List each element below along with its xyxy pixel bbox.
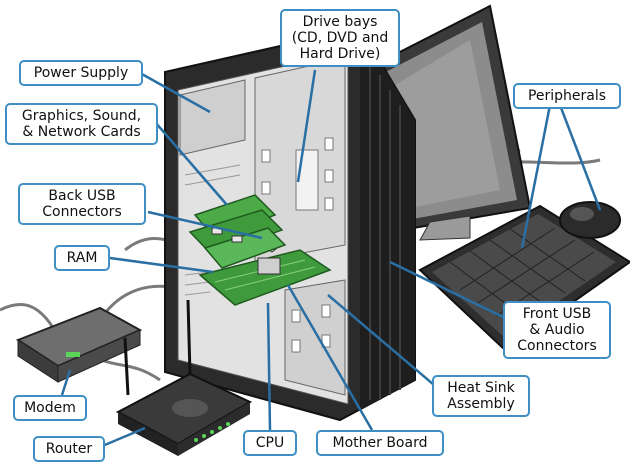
label-ram: RAM	[54, 245, 110, 271]
label-drive-bays: Drive bays (CD, DVD and Hard Drive)	[280, 9, 400, 67]
label-peripherals: Peripherals	[513, 83, 621, 109]
label-router: Router	[33, 436, 105, 462]
label-modem: Modem	[13, 395, 87, 421]
mouse-icon	[560, 202, 620, 238]
label-power-supply: Power Supply	[19, 60, 143, 86]
label-front-usb-audio-connectors: Front USB & Audio Connectors	[503, 301, 611, 359]
label-back-usb-connectors: Back USB Connectors	[18, 183, 146, 225]
label-mother-board: Mother Board	[316, 430, 444, 456]
label-graphics-sound-network-cards: Graphics, Sound, & Network Cards	[5, 103, 158, 145]
label-cpu: CPU	[243, 430, 297, 456]
label-heat-sink-assembly: Heat Sink Assembly	[432, 375, 530, 417]
modem-icon	[18, 308, 140, 382]
